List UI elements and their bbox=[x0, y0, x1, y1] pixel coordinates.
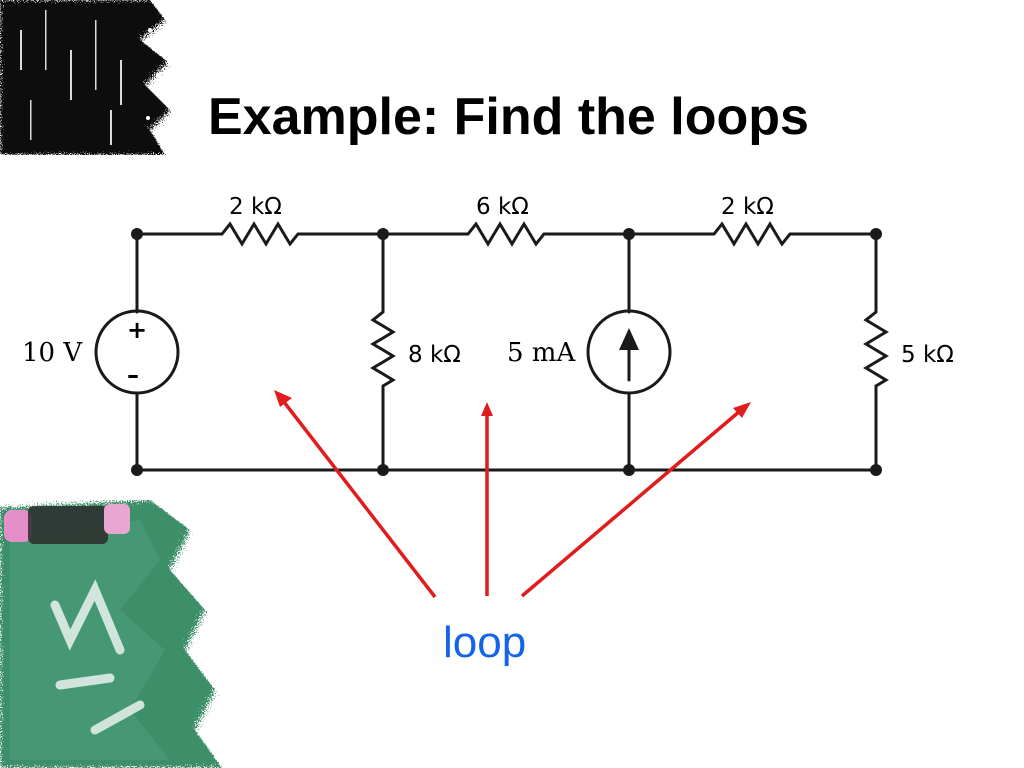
label-resistor-top-left: 2 kΩ bbox=[229, 194, 282, 220]
label-current-source: 5 mA bbox=[507, 338, 576, 368]
node-bottom-3 bbox=[623, 464, 635, 476]
label-resistor-top-right: 2 kΩ bbox=[721, 194, 774, 220]
slide-title: Example: Find the loops bbox=[208, 87, 809, 146]
loop-arrow-middle-head-icon bbox=[481, 402, 493, 416]
loop-arrow-right bbox=[520, 409, 742, 598]
brush-stroke-decoration bbox=[0, 0, 170, 155]
loop-arrow-left-head-icon bbox=[274, 390, 292, 407]
resistor-middle-vertical bbox=[370, 293, 396, 407]
node-top-1 bbox=[131, 228, 143, 240]
label-voltage-source: 10 V bbox=[22, 338, 83, 368]
node-bottom-4 bbox=[870, 464, 882, 476]
loop-arrow-right-head-icon bbox=[733, 402, 751, 418]
node-top-2 bbox=[377, 228, 389, 240]
node-bottom-1 bbox=[131, 464, 143, 476]
loop-annotation: loop bbox=[443, 618, 527, 667]
loop-arrow-left bbox=[282, 400, 437, 599]
node-top-4 bbox=[870, 228, 882, 240]
resistor-top-left bbox=[198, 221, 322, 247]
chalkboard-decoration bbox=[0, 500, 222, 768]
node-bottom-2 bbox=[377, 464, 389, 476]
chalk-icon bbox=[4, 504, 130, 544]
label-resistor-top-middle: 6 kΩ bbox=[476, 194, 529, 220]
label-resistor-right: 5 kΩ bbox=[901, 342, 954, 368]
source-plus-sign: + bbox=[127, 316, 147, 344]
label-resistor-middle: 8 kΩ bbox=[408, 342, 461, 368]
current-direction-arrow-icon bbox=[619, 328, 639, 350]
source-minus-sign: – bbox=[127, 361, 139, 389]
resistor-top-right bbox=[688, 221, 814, 247]
resistor-right-vertical bbox=[863, 293, 889, 407]
node-top-3 bbox=[623, 228, 635, 240]
resistor-top-middle bbox=[443, 221, 568, 247]
